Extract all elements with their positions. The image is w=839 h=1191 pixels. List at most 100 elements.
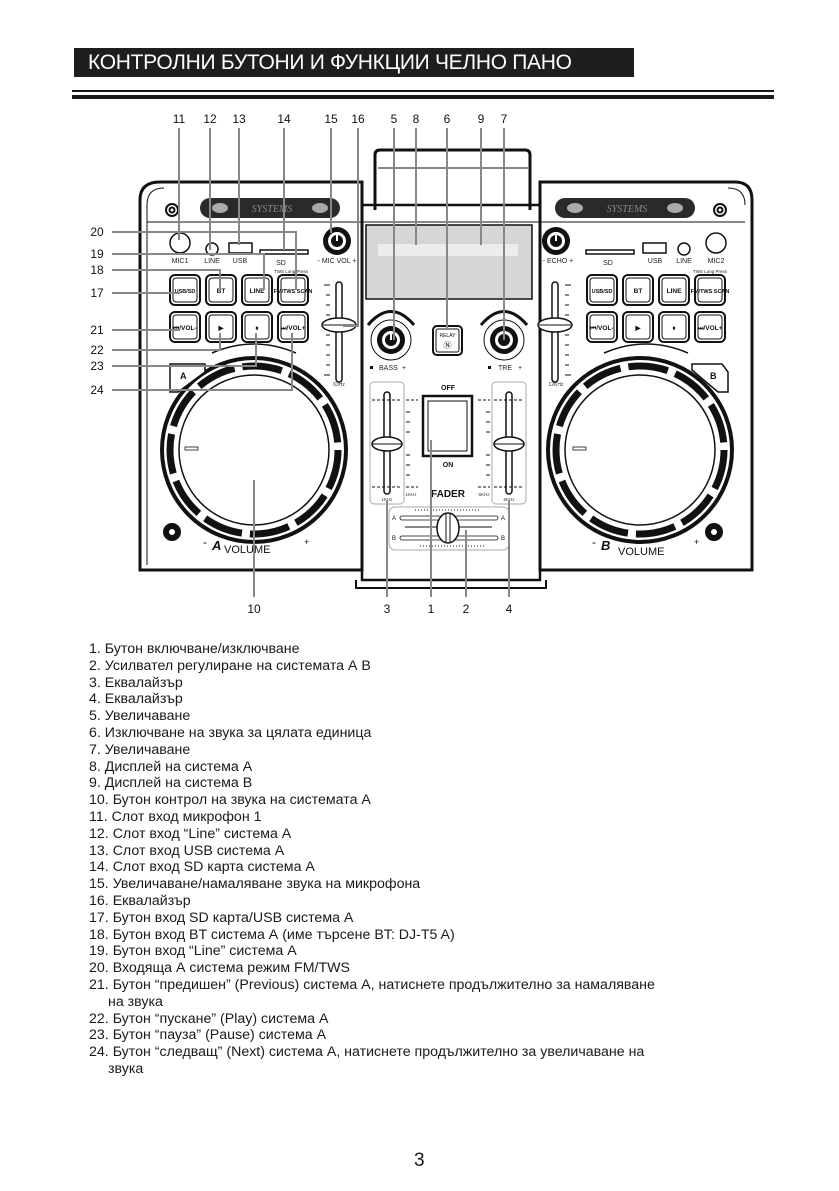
- tws-note-a: TWS Long Press: [274, 269, 309, 274]
- play-button-label: ▶: [218, 325, 225, 332]
- play-button-label: ▶: [635, 325, 642, 332]
- jog-wheel-b[interactable]: [546, 356, 734, 544]
- usb-sd-button-b[interactable]: USB/SD: [586, 274, 618, 306]
- legend-item-number: 16.: [89, 892, 109, 909]
- legend-item: 22. Бутон “пускане” (Play) система А: [89, 1011, 655, 1028]
- callout-number: 14: [277, 112, 291, 126]
- line-jack-b[interactable]: [677, 242, 691, 256]
- legend-item: 9. Дисплей на система В: [89, 775, 655, 792]
- deck-a-badge: A: [169, 363, 206, 393]
- legend-item-number: 11.: [89, 808, 108, 825]
- callout-number: 13: [232, 112, 246, 126]
- bt-button-b[interactable]: BT: [622, 274, 654, 306]
- legend-item-text: Изключване на звука за цялата единица: [104, 724, 372, 741]
- callout-number: 2: [463, 602, 470, 616]
- usb-port-b[interactable]: [642, 242, 667, 254]
- sd-slot-a[interactable]: [259, 249, 309, 255]
- echo-knob[interactable]: [542, 227, 570, 255]
- previous-vol-down-button-label: ⏮/VOL-: [590, 325, 613, 332]
- usb-port-a[interactable]: [228, 242, 253, 254]
- callout-number: 9: [478, 112, 485, 126]
- eq-scale-b: [565, 284, 571, 376]
- crossfader[interactable]: [388, 506, 510, 551]
- eq-scale-3: [406, 399, 418, 488]
- mic2-jack[interactable]: [705, 232, 727, 254]
- callout-number: 6: [444, 112, 451, 126]
- legend-item: 10. Бутон контрол на звука на системата …: [89, 792, 655, 809]
- legend-item-continuation: на звука: [108, 993, 163, 1010]
- fm-tws-scan-button-b[interactable]: FM/TWS SCAN: [691, 274, 730, 306]
- mic-vol-knob[interactable]: [323, 227, 351, 255]
- volume-minus-b: -: [592, 535, 596, 549]
- legend-item-number: 19.: [89, 943, 109, 960]
- callout-number: 21: [90, 323, 104, 337]
- legend-item-number: 21.: [89, 976, 109, 993]
- legend-item-number: 18.: [89, 926, 109, 943]
- usb-label-a: USB: [233, 258, 248, 265]
- play-button-b[interactable]: ▶: [622, 311, 654, 343]
- line-button-b[interactable]: LINE: [658, 274, 690, 306]
- bass-knob[interactable]: [366, 310, 416, 361]
- eq-freq-b: 12KHz: [548, 382, 564, 388]
- legend-item-number: 3.: [89, 674, 101, 691]
- bass-label: BASS: [379, 365, 398, 372]
- legend-item: 21. Бутон “предишен” (Previous) система …: [89, 977, 655, 1011]
- legend-item-number: 5.: [89, 708, 101, 725]
- callout-number: 8: [413, 112, 420, 126]
- legend-item: 3. Еквалайзър: [89, 675, 655, 692]
- line-button-a[interactable]: LINE: [241, 274, 273, 306]
- deck-a-letter: A: [211, 538, 221, 553]
- legend-item-text: Бутон “пускане” (Play) система А: [112, 1010, 329, 1027]
- legend-item-text: Бутон вход BT система А (име търсене BT:…: [112, 926, 455, 943]
- mic-vol-label: - MIC VOL +: [318, 258, 357, 265]
- svg-text:A: A: [180, 371, 187, 381]
- sd-slot-b[interactable]: [585, 249, 635, 255]
- brand-plate-b: SYSTEMS: [555, 198, 695, 218]
- legend-item-text: Дисплей на система В: [104, 775, 253, 792]
- eq-slider-1khz[interactable]: [369, 381, 405, 505]
- tws-note-b: TWS Long Press: [693, 269, 728, 274]
- legend-item-number: 9.: [89, 775, 101, 792]
- mic2-label: MIC2: [708, 258, 725, 265]
- legend-item-text: Бутон вход “Line” система А: [112, 943, 297, 960]
- eq-freq-4: 6KHz: [503, 497, 515, 502]
- callout-number: 22: [90, 343, 104, 357]
- previous-vol-down-button-a[interactable]: ⏮/VOL-: [169, 311, 201, 343]
- legend-item-number: 7.: [89, 741, 101, 758]
- legend-item-number: 12.: [89, 825, 109, 842]
- fm-tws-scan-button-a[interactable]: FM/TWS SCAN: [274, 274, 313, 306]
- pause-button-b[interactable]: ⏸: [658, 311, 690, 343]
- legend-item-number: 8.: [89, 758, 101, 775]
- jog-arrow-b: [603, 343, 689, 354]
- callout-number: 15: [324, 112, 338, 126]
- previous-vol-down-button-label: ⏮/VOL-: [173, 325, 196, 332]
- treble-plus: +: [518, 365, 522, 372]
- legend-item: 4. Еквалайзър: [89, 691, 655, 708]
- next-vol-up-button-b[interactable]: ⏭/VOL+: [694, 311, 726, 343]
- callout-line: [112, 269, 221, 290]
- treble-label: TRE: [498, 365, 512, 372]
- eq-slider-12khz[interactable]: [537, 281, 573, 383]
- eq-freq-a: 63Hz: [333, 382, 345, 388]
- deck-b-letter: B: [601, 538, 610, 553]
- legend-item-number: 17.: [89, 909, 109, 926]
- legend-item-text: Еквалайзър: [104, 674, 183, 691]
- relay-button[interactable]: RELAY Ⓝ: [432, 325, 463, 356]
- fm-tws-scan-button-label: FM/TWS SCAN: [691, 289, 730, 295]
- page-number: 3: [414, 1150, 425, 1171]
- legend-item-text: Бутон “пауза” (Pause) система А: [112, 1027, 327, 1044]
- section-title-bar: КОНТРОЛНИ БУТОНИ И ФУНКЦИИ ЧЕЛНО ПАНО: [74, 48, 634, 77]
- callout-number: 5: [391, 112, 398, 126]
- legend-item-text: Дисплей на система А: [104, 758, 253, 775]
- legend-item: 11. Слот вход микрофон 1: [89, 809, 655, 826]
- sd-label-b: SD: [603, 260, 613, 267]
- eq-slider-6khz[interactable]: [491, 381, 527, 505]
- previous-vol-down-button-b[interactable]: ⏮/VOL-: [586, 311, 618, 343]
- usb-sd-button-a[interactable]: USB/SD: [169, 274, 201, 306]
- legend-item: 18. Бутон вход BT система А (име търсене…: [89, 927, 655, 944]
- callout-number: 1: [428, 602, 435, 616]
- callout-number: 10: [247, 602, 261, 616]
- brand-plate-a: SYSTEMS: [200, 198, 340, 218]
- eq-slider-63hz[interactable]: [321, 281, 357, 383]
- legend-item-text: Входяща А система режим FM/TWS: [112, 960, 350, 977]
